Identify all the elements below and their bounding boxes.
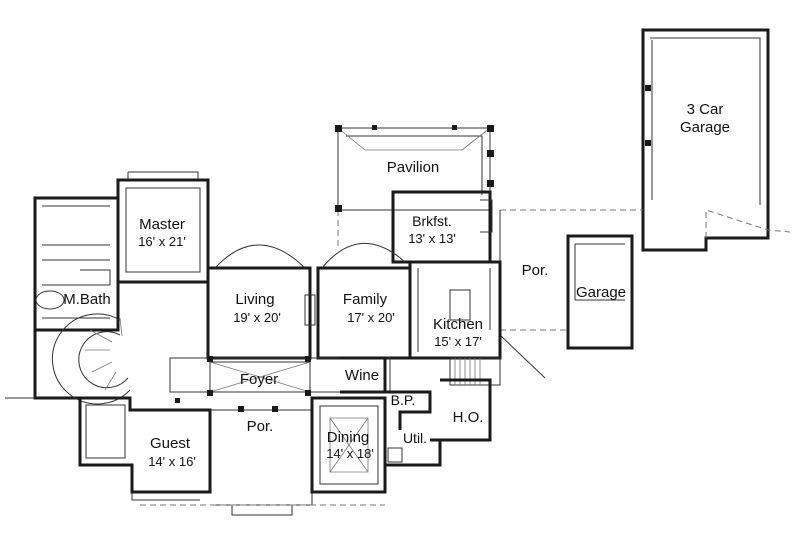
pavilion-label: Pavilion (387, 159, 440, 176)
kitchen-dims: 15' x 17' (434, 334, 482, 349)
garage-walls (566, 234, 634, 350)
service-stair (449, 357, 501, 386)
guest-label: Guest (150, 435, 191, 452)
dining-dims: 14' x 18' (326, 446, 374, 461)
living-dims: 19' x 20' (233, 310, 281, 325)
util-label: Util. (403, 430, 427, 446)
brkfst-label: Brkfst. (412, 213, 452, 229)
garage-label: Garage (576, 284, 626, 301)
guest-walls (78, 396, 212, 501)
dining-walls (310, 396, 387, 494)
family-label: Family (343, 291, 388, 308)
spiral-stair (51, 313, 131, 405)
ho-label: H.O. (453, 409, 484, 426)
por-right-label: Por. (522, 262, 549, 279)
living-label: Living (235, 291, 274, 308)
dining-label: Dining (327, 429, 370, 446)
garage-3car-label: 3 Car Garage (680, 101, 730, 136)
kitchen-label: Kitchen (433, 316, 483, 333)
master-label: Master (139, 216, 185, 233)
foyer-label: Foyer (240, 371, 278, 388)
bp-label: B.P. (391, 392, 416, 408)
pavilion-walls (335, 125, 494, 248)
mbath-label: M.Bath (63, 291, 111, 308)
brkfst-dims: 13' x 13' (408, 231, 456, 246)
garage-3car-walls (641, 28, 791, 252)
garage-3car-name-line2: Garage (680, 119, 730, 136)
por-front-label: Por. (247, 418, 274, 435)
master-dims: 16' x 21' (138, 234, 186, 249)
master-bath-walls (5, 196, 120, 400)
garage-3car-name-line1: 3 Car (687, 101, 724, 118)
wine-walls (340, 356, 387, 394)
family-dims: 17' x 20' (347, 310, 395, 325)
wine-label: Wine (345, 367, 379, 384)
guest-dims: 14' x 16' (148, 454, 196, 469)
